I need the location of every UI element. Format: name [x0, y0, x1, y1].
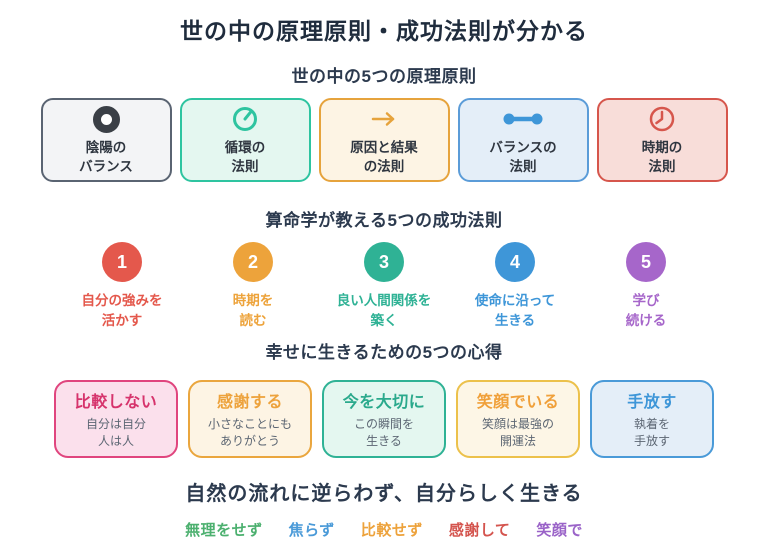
success-law-label: 良い人間関係を 築く	[336, 293, 432, 329]
conclusion-title: 自然の流れに逆らわず、自分らしく生きる	[185, 482, 583, 505]
success-law-item-5: 5 学び 続ける	[581, 242, 712, 332]
precept-card-let-go: 手放す 執着を 手放す	[590, 379, 714, 458]
conclusion-word: 比較せず	[360, 521, 423, 539]
precept-title: 手放す	[627, 393, 677, 411]
conclusion-word: 笑顔で	[536, 521, 583, 539]
success-law-row: 1 自分の強みを 活かす 2 時期を 読む 3 良い人間関係を 築く 4 使命に…	[0, 242, 768, 332]
principle-card-cause-effect: 原因と結果 の法則	[318, 98, 450, 182]
principle-card-label: 原因と結果 の法則	[350, 140, 418, 174]
precept-title: 今を大切に	[342, 393, 426, 411]
precept-subtitle: 笑顔は最強の 開運法	[481, 416, 554, 448]
precept-card-gratitude: 感謝する 小さなことにも ありがとう	[188, 379, 312, 458]
principle-card-label: 陰陽の バランス	[79, 140, 133, 174]
success-law-label: 学び 続ける	[625, 293, 667, 329]
success-law-label: 自分の強みを 活かす	[81, 293, 163, 329]
principle-card-balance: バランスの 法則	[457, 98, 589, 182]
arrow-right-icon	[369, 104, 399, 134]
precept-subtitle: 自分は自分 人は人	[85, 416, 146, 448]
precept-subtitle: 執着を 手放す	[633, 416, 670, 448]
success-law-label: 時期を 読む	[232, 293, 274, 329]
principle-card-row: 陰陽の バランス 循環の 法則	[0, 98, 768, 182]
balance-dumbbell-icon	[502, 104, 544, 134]
cycle-clock-icon	[231, 104, 259, 134]
precept-card-no-comparison: 比較しない 自分は自分 人は人	[54, 379, 178, 458]
principle-card-timing: 時期の 法則	[596, 98, 728, 182]
precept-card-keep-smiling: 笑顔でいる 笑顔は最強の 開運法	[456, 379, 580, 458]
principle-card-label: 時期の 法則	[641, 140, 683, 174]
clock-icon	[647, 104, 677, 134]
precept-card-present-moment: 今を大切に この瞬間を 生きる	[322, 379, 446, 458]
precept-subtitle: 小さなことにも ありがとう	[207, 416, 292, 448]
yin-yang-donut-icon	[92, 104, 120, 134]
section-heading-success-laws: 算命学が教える5つの成功法則	[265, 211, 503, 230]
principle-card-yinyang: 陰陽の バランス	[40, 98, 172, 182]
page-title: 世の中の原理原則・成功法則が分かる	[180, 18, 588, 44]
conclusion-word: 無理をせず	[185, 521, 263, 539]
success-law-label: 使命に沿って 生きる	[474, 293, 556, 329]
section-heading-principles: 世の中の5つの原理原則	[291, 67, 477, 86]
principle-card-label: バランスの 法則	[489, 140, 557, 174]
precept-title: 感謝する	[216, 393, 283, 411]
number-badge: 2	[233, 242, 273, 282]
number-badge: 5	[626, 242, 666, 282]
precept-title: 比較しない	[74, 393, 158, 411]
principle-card-cycle: 循環の 法則	[179, 98, 311, 182]
precept-subtitle: この瞬間を 生きる	[353, 416, 414, 448]
success-law-item-1: 1 自分の強みを 活かす	[57, 242, 188, 332]
conclusion-word: 感謝して	[448, 521, 511, 539]
success-law-item-3: 3 良い人間関係を 築く	[319, 242, 450, 332]
number-badge: 4	[495, 242, 535, 282]
infographic-canvas: 世の中の原理原則・成功法則が分かる 世の中の5つの原理原則 陰陽の バランス 循…	[0, 12, 768, 542]
number-badge: 3	[364, 242, 404, 282]
principle-card-label: 循環の 法則	[224, 140, 266, 174]
conclusion-word-row: 無理をせず 焦らず 比較せず 感謝して 笑顔で	[0, 519, 768, 540]
precept-card-row: 比較しない 自分は自分 人は人 感謝する 小さなことにも ありがとう 今を大切に…	[0, 379, 768, 458]
success-law-item-4: 4 使命に沿って 生きる	[450, 242, 581, 332]
success-law-item-2: 2 時期を 読む	[188, 242, 319, 332]
conclusion-word: 焦らず	[288, 521, 335, 539]
section-heading-precepts: 幸せに生きるための5つの心得	[265, 342, 503, 362]
precept-title: 笑顔でいる	[476, 393, 560, 411]
number-badge: 1	[102, 242, 142, 282]
